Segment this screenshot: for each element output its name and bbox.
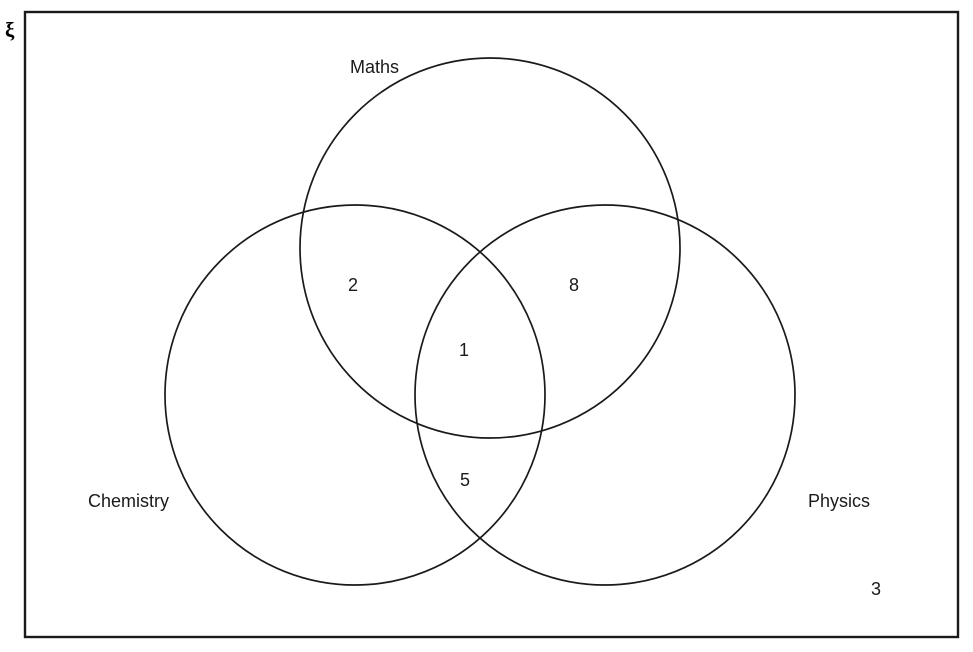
region-count-chemistry-physics: 5 bbox=[459, 470, 471, 490]
region-count-outside-all: 3 bbox=[870, 579, 882, 599]
universal-set-symbol: ξ bbox=[5, 18, 15, 42]
set-label-physics: Physics bbox=[808, 491, 871, 511]
region-count-maths-physics: 8 bbox=[568, 275, 580, 295]
set-circle-chemistry bbox=[164, 204, 546, 586]
region-count-all-three: 1 bbox=[458, 340, 470, 360]
set-circle-maths bbox=[299, 57, 681, 439]
set-label-chemistry: Chemistry bbox=[88, 491, 170, 511]
set-label-maths: Maths bbox=[350, 57, 400, 77]
region-count-maths-chemistry: 2 bbox=[347, 275, 359, 295]
set-circle-physics bbox=[414, 204, 796, 586]
universal-set-rectangle bbox=[23, 10, 960, 639]
